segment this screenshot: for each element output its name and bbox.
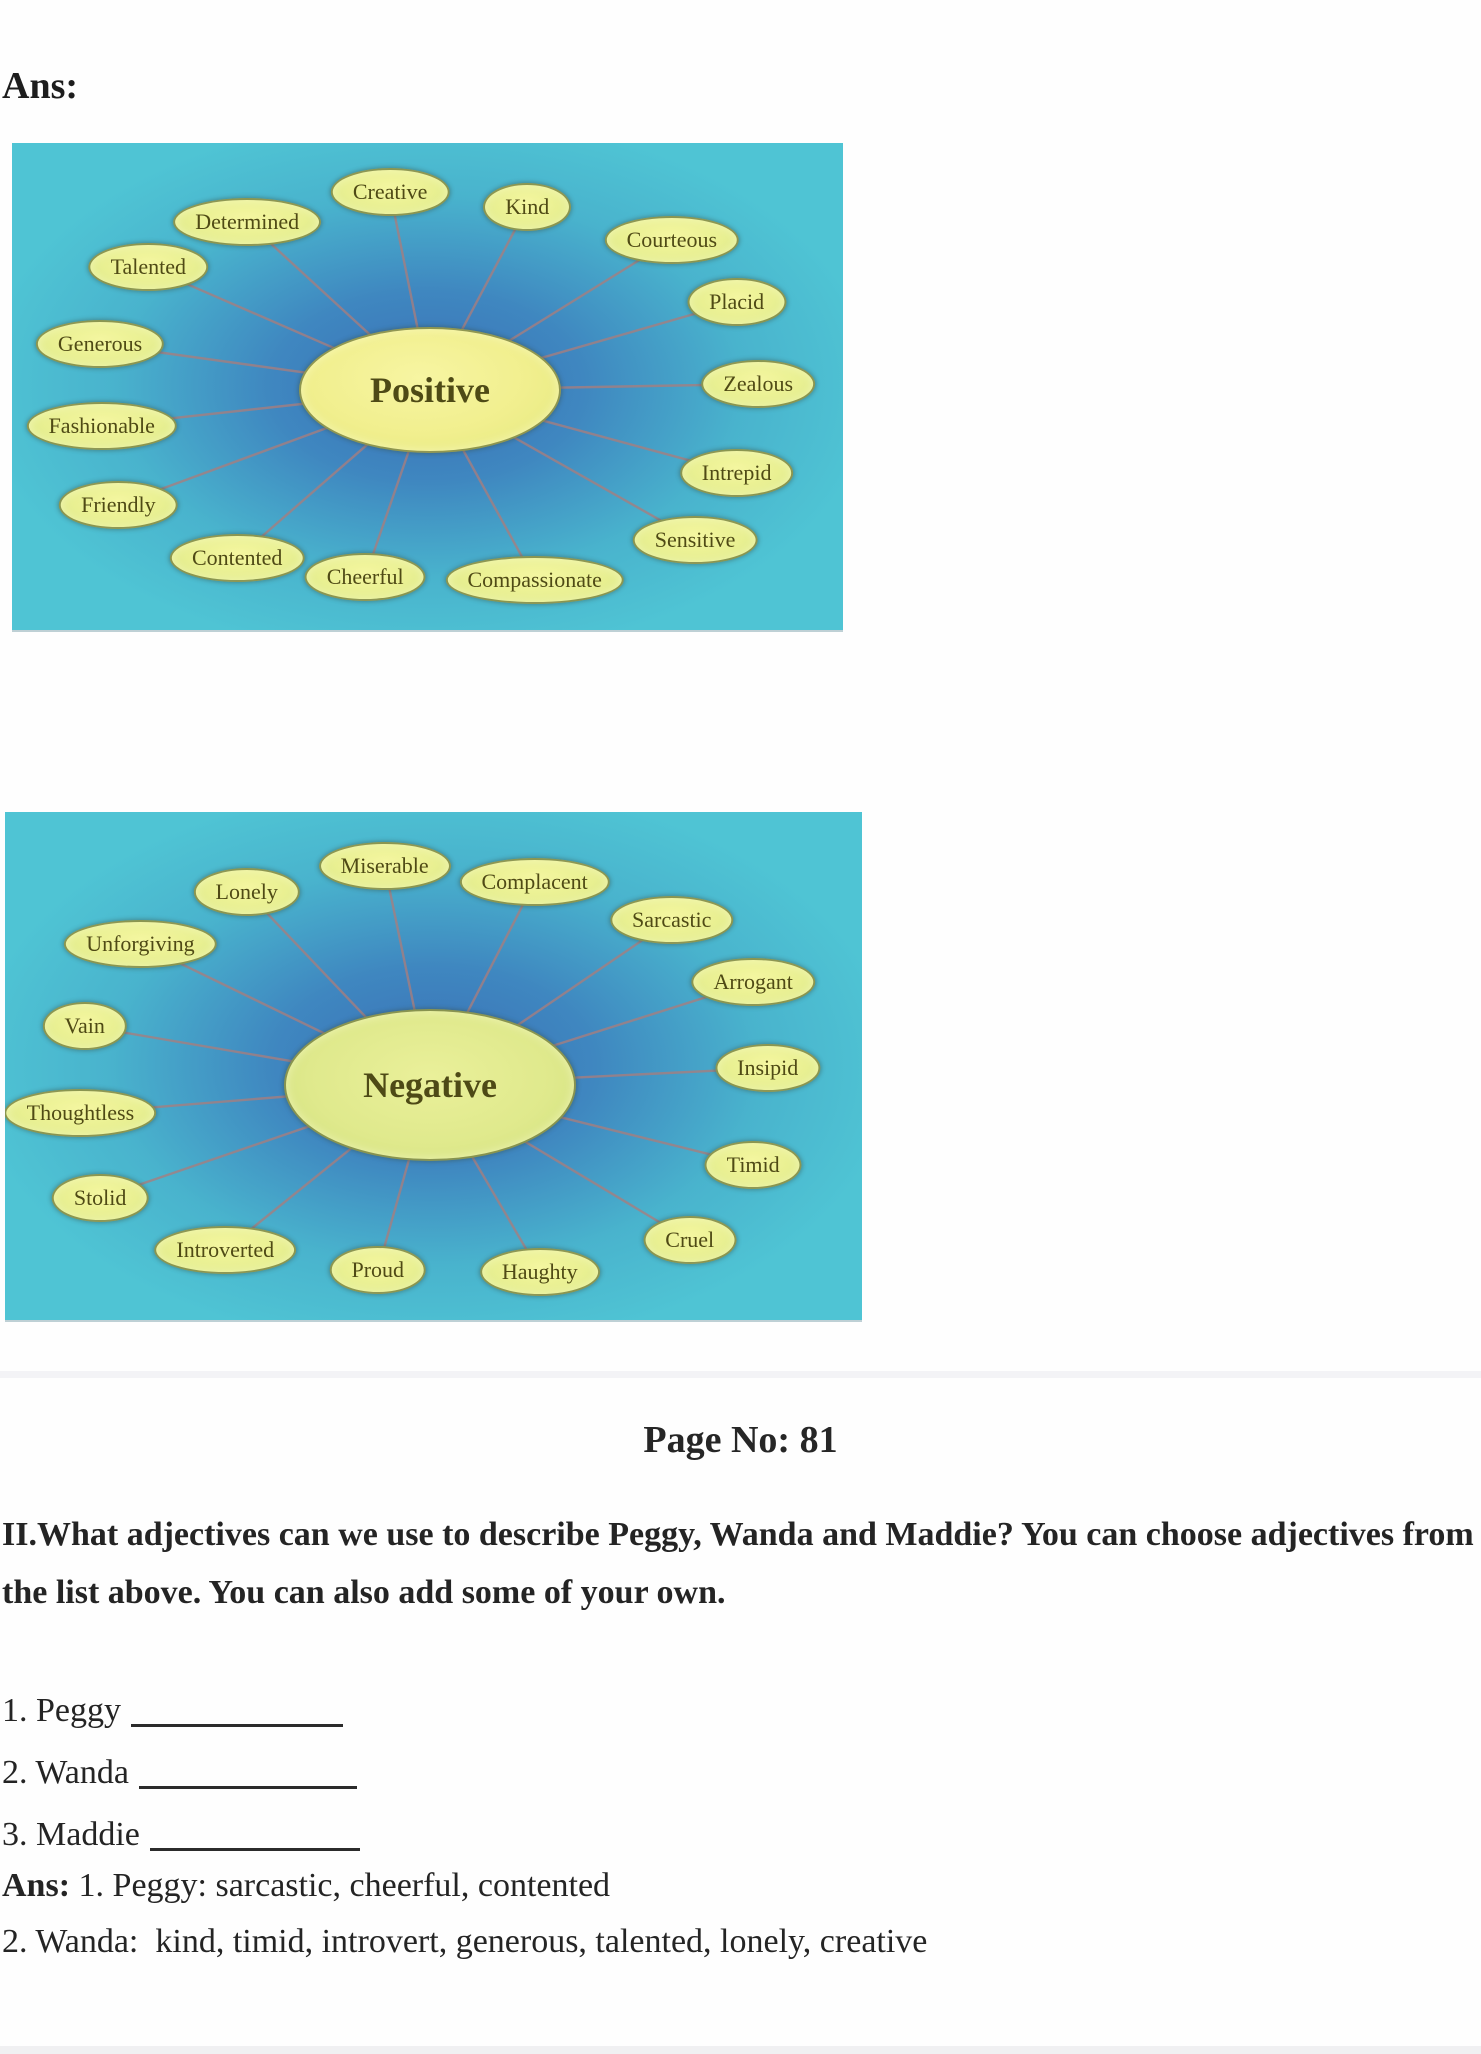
adjective-node: Stolid — [51, 1174, 149, 1223]
adjective-node: Creative — [330, 168, 450, 217]
adjective-node: Determined — [173, 197, 322, 246]
negative-center-node: Negative — [284, 1008, 577, 1161]
adjective-node: Lonely — [193, 867, 300, 916]
adjective-node: Placid — [687, 277, 787, 326]
blank-label: 3. Maddie — [2, 1816, 140, 1853]
blank-row-maddie: 3. Maddie — [2, 1804, 360, 1866]
blank-label: 2. Wanda — [2, 1754, 129, 1791]
exercise-question: II.What adjectives can we use to describ… — [2, 1516, 1474, 1611]
adjective-node: Intrepid — [679, 449, 794, 498]
adjective-node: Zealous — [701, 360, 816, 409]
adjective-node: Cheerful — [304, 552, 426, 601]
adjective-node: Vain — [42, 1001, 127, 1050]
adjective-node: Friendly — [59, 480, 178, 529]
answer-line-wanda: 2. Wanda: kind, timid, introvert, genero… — [2, 1914, 927, 1970]
adjective-node: Insipid — [715, 1044, 821, 1093]
answer-text: 2. Wanda: kind, timid, introvert, genero… — [2, 1923, 928, 1960]
blank-row-peggy: 1. Peggy — [2, 1680, 360, 1742]
adjective-node: Complacent — [459, 858, 610, 907]
section-divider — [0, 1371, 1481, 1378]
adjective-node: Arrogant — [691, 958, 815, 1007]
fill-in-blanks-list: 1. Peggy 2. Wanda 3. Maddie — [2, 1680, 360, 1866]
adjective-node: Cruel — [643, 1216, 737, 1265]
footer-edge-strip — [0, 2046, 1481, 2054]
adjective-node: Thoughtless — [5, 1089, 157, 1138]
adjective-node: Sensitive — [632, 515, 758, 564]
adjective-node: Unforgiving — [64, 920, 217, 969]
answer-text: 1. Peggy: sarcastic, cheerful, contented — [70, 1867, 611, 1904]
ans-prefix: Ans: — [2, 1867, 71, 1904]
adjective-node: Contented — [169, 533, 305, 582]
blank-label: 1. Peggy — [2, 1692, 121, 1729]
answer-heading: Ans: — [2, 65, 79, 107]
adjective-node: Kind — [483, 182, 572, 231]
adjective-node: Generous — [35, 320, 165, 369]
answer-blank-line — [149, 1846, 360, 1851]
adjective-node: Proud — [329, 1246, 427, 1295]
adjective-node: Sarcastic — [610, 896, 734, 945]
blank-row-wanda: 2. Wanda — [2, 1742, 360, 1804]
positive-center-node: Positive — [298, 326, 561, 453]
adjective-node: Fashionable — [26, 401, 177, 450]
adjective-node: Haughty — [479, 1248, 600, 1297]
adjective-node: Compassionate — [445, 555, 624, 604]
adjective-node: Miserable — [318, 841, 451, 890]
adjective-node: Introverted — [154, 1225, 297, 1274]
answer-blank-line — [138, 1784, 357, 1789]
answer-line-peggy: Ans: 1. Peggy: sarcastic, cheerful, cont… — [2, 1858, 927, 1914]
adjective-node: Timid — [704, 1141, 802, 1190]
adjective-node: Talented — [88, 243, 208, 292]
answer-blank-line — [131, 1722, 343, 1727]
answers-block: Ans: 1. Peggy: sarcastic, cheerful, cont… — [2, 1858, 927, 1970]
page-number-heading: Page No: 81 — [643, 1419, 838, 1461]
adjective-node: Courteous — [604, 215, 740, 264]
